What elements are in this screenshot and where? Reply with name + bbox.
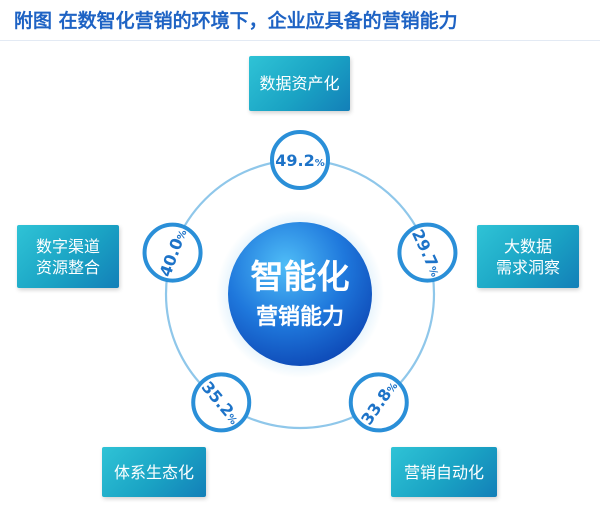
label-line: 数据资产化	[259, 74, 340, 93]
percent-number: 49.2	[275, 151, 314, 170]
label-line: 需求洞察	[495, 257, 560, 277]
percent-node-channel	[142, 222, 203, 283]
label-line: 体系生态化	[113, 462, 194, 482]
label-line: 大数据	[503, 236, 552, 256]
label-line: 数字渠道	[35, 236, 100, 256]
percent-node-big-data	[397, 222, 458, 283]
title-divider	[0, 40, 600, 41]
percent-unit: %	[176, 229, 190, 242]
page-title: 附图 在数智化营销的环境下，企业应具备的营销能力	[14, 10, 458, 32]
label-box-automation: 营销自动化	[391, 447, 497, 497]
label-line: 资源整合	[35, 257, 100, 277]
label-box-channel: 数字渠道 资源整合	[17, 225, 119, 288]
center-circle	[228, 222, 372, 366]
percent-node-ecosystem	[191, 372, 252, 433]
percent-node-data-asset	[270, 130, 330, 190]
percent-node-automation	[348, 372, 409, 433]
percent-unit: %	[315, 158, 325, 169]
label-box-ecosystem: 体系生态化	[102, 447, 206, 497]
label-box-big-data: 大数据 需求洞察	[477, 225, 579, 288]
center-subtitle: 营销能力	[256, 304, 344, 330]
center-title: 智能化	[251, 257, 350, 296]
percent-unit: %	[426, 265, 440, 279]
label-box-data-asset: 数据资产化	[249, 56, 350, 111]
label-line: 营销自动化	[403, 462, 484, 482]
percent-value-data-asset: 49.2%	[275, 151, 325, 170]
